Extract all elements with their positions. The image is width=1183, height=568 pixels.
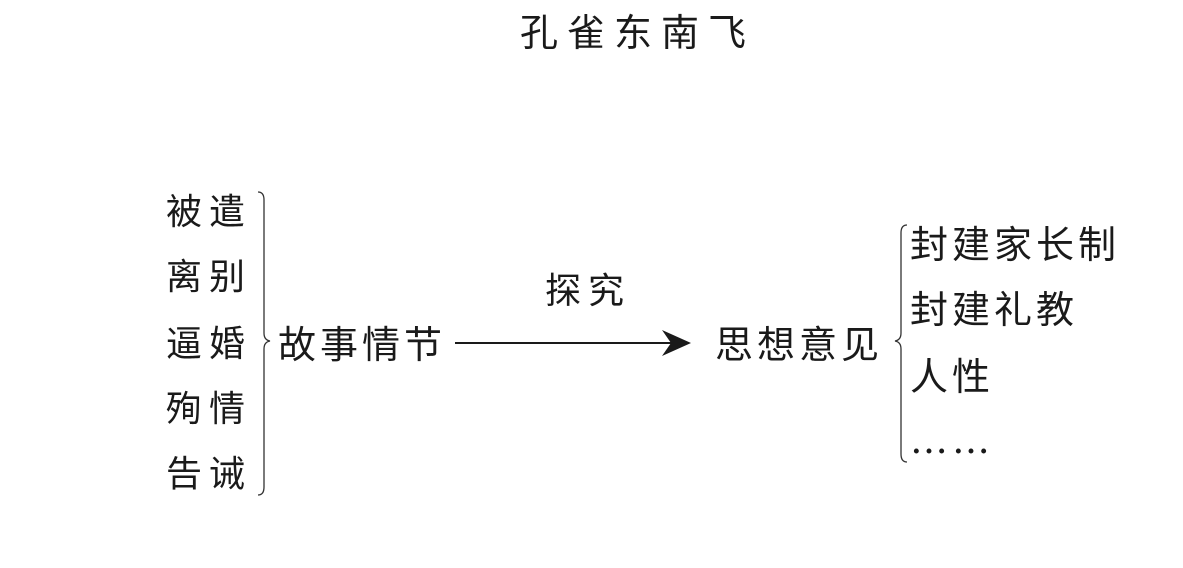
arrow-label: 探究 xyxy=(545,271,632,312)
ideas-label: 思想意见 xyxy=(715,323,884,367)
arrow-head xyxy=(662,330,691,356)
right-brace xyxy=(894,224,908,463)
plot-item-3: 逼婚 xyxy=(166,324,253,365)
idea-item-4: …… xyxy=(910,418,994,462)
left-brace xyxy=(257,191,271,496)
plot-item-4: 殉情 xyxy=(166,389,253,430)
idea-item-2: 封建礼教 xyxy=(910,288,1079,332)
story-plot-label: 故事情节 xyxy=(278,323,447,367)
plot-item-5: 告诫 xyxy=(166,454,253,495)
plot-item-1: 被遣 xyxy=(166,192,253,233)
diagram-title: 孔雀东南飞 xyxy=(520,11,756,55)
idea-item-1: 封建家长制 xyxy=(910,223,1121,267)
plot-item-2: 离别 xyxy=(166,257,253,298)
idea-item-3: 人性 xyxy=(910,355,995,399)
